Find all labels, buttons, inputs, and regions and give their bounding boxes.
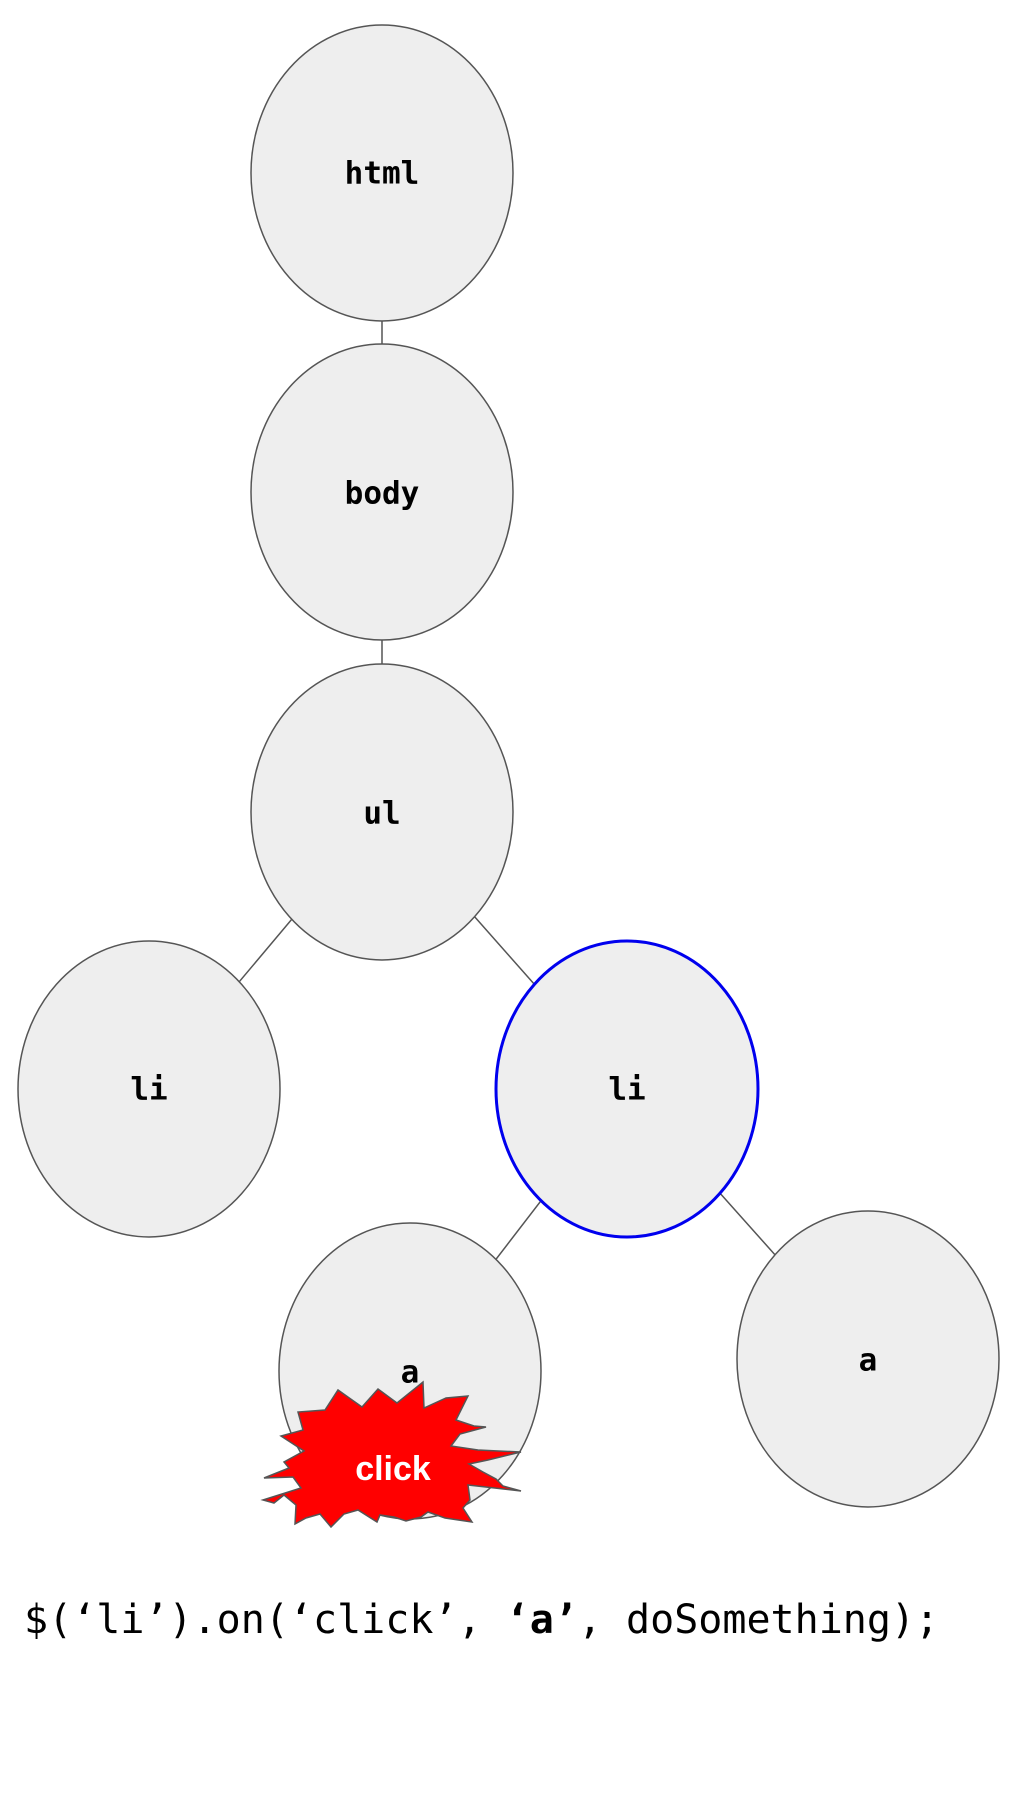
tree-node-label-a-right: a (859, 1343, 878, 1379)
tree-node-html: html (250, 24, 514, 322)
tree-node-circle-ul (250, 663, 514, 961)
code-before: $(‘li’).on(‘click’, (24, 1597, 506, 1643)
code-snippet: $(‘li’).on(‘click’, ‘a’, doSomething); (24, 1592, 1004, 1648)
tree-node-circle-body (250, 343, 514, 641)
tree-node-label-body: body (345, 476, 420, 512)
code-selector: ‘a’ (505, 1597, 578, 1643)
tree-node-label-ul: ul (363, 796, 400, 832)
tree-node-a-right: a (736, 1210, 1000, 1508)
tree-node-label-a-left: a (401, 1355, 420, 1391)
tree-node-circle-html (250, 24, 514, 322)
tree-node-body: body (250, 343, 514, 641)
code-after: , doSomething); (577, 1597, 940, 1643)
tree-node-label-li-right: li (608, 1072, 645, 1108)
click-burst: click (260, 1380, 522, 1529)
tree-node-ul: ul (250, 663, 514, 961)
tree-node-label-html: html (345, 156, 420, 192)
tree-node-label-li-left: li (130, 1072, 167, 1108)
click-label: click (355, 1450, 431, 1488)
click-burst-shape (260, 1380, 522, 1529)
tree-node-li-left: li (17, 940, 281, 1238)
tree-node-circle-a-right (736, 1210, 1000, 1508)
tree-node-circle-li-right (494, 939, 760, 1239)
tree-nodes: html body ul li li a a (17, 24, 1000, 1520)
tree-node-circle-li-left (17, 940, 281, 1238)
tree-node-li-right: li (494, 939, 760, 1239)
